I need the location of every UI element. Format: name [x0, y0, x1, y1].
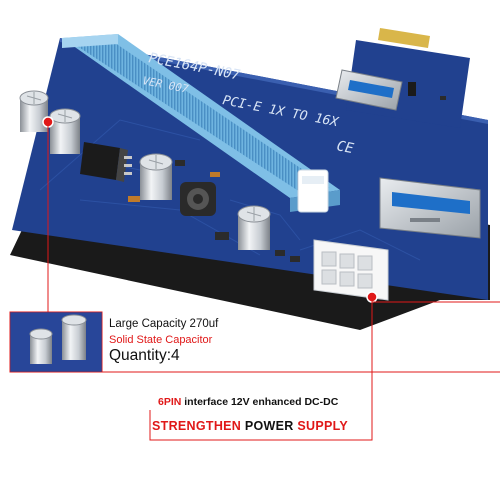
6pin-description: interface 12V enhanced DC-DC [181, 396, 339, 408]
capacitor [139, 153, 173, 200]
regulator-chip [80, 142, 132, 182]
6pin-power-connector [313, 239, 389, 301]
ce-mark: CE [335, 138, 355, 157]
6pin-interface-label: 6PIN interface 12V enhanced DC-DC [158, 396, 338, 408]
capacitor-capacity-label: Large Capacity 270uf [109, 318, 219, 330]
capacitor-inset-box [9, 311, 103, 373]
power-word: POWER [244, 419, 294, 433]
inset-capacitor [61, 314, 87, 360]
capacitor [237, 205, 271, 250]
pcie-x16-slot [62, 34, 340, 213]
capacitor [49, 108, 81, 154]
capacitor-group [19, 90, 271, 250]
power-supply-word: SUPPLY [293, 419, 349, 433]
usb-adapter-card [335, 28, 470, 128]
capacitor-quantity-label: Quantity:4 [109, 347, 180, 364]
capacitor-type-label: Solid State Capacitor [109, 334, 213, 346]
power-supply-label: STRENGTHEN POWER SUPPLY [152, 419, 348, 433]
usb3-port [379, 177, 481, 239]
power-strengthen: STRENGTHEN [152, 419, 245, 433]
smd-components [128, 160, 300, 262]
capacitor [19, 90, 49, 132]
6pin-highlight: 6PIN [158, 396, 182, 408]
inset-capacitor [29, 328, 53, 364]
power-inductor [180, 182, 216, 216]
